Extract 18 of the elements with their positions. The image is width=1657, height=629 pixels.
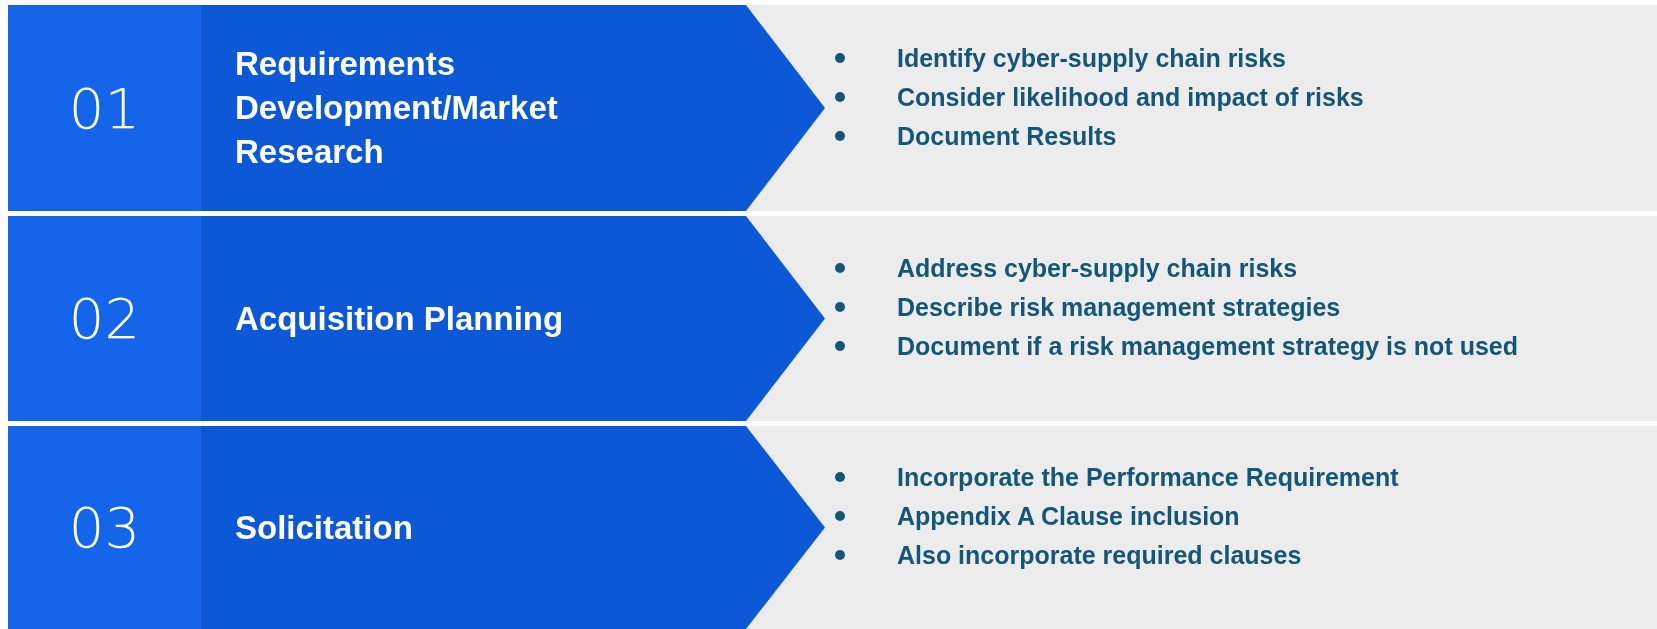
step-title: Requirements Development/Market Research: [235, 44, 559, 172]
number-box: [8, 426, 201, 629]
bullet-text: Identify cyber-supply chain risks: [897, 42, 1286, 74]
number-box: [8, 5, 201, 211]
number-box: [8, 216, 201, 421]
step-number: 01: [68, 75, 141, 141]
bullet-text: Appendix A Clause inclusion: [897, 501, 1240, 532]
bullet-text: Document if a risk management strategy is not used: [897, 331, 1518, 362]
bullet-text: Describe risk management strategies: [897, 292, 1341, 323]
step-number: 03: [68, 495, 141, 560]
step-title: Solicitation: [235, 507, 414, 548]
step-title: Acquisition Planning: [235, 298, 565, 339]
bullet-text: Document Results: [897, 120, 1117, 152]
bullet-text: Address cyber-supply chain risks: [897, 253, 1298, 284]
bullet-text: Consider likelihood and impact of risks: [897, 81, 1364, 113]
bullet-text: Also incorporate required clauses: [897, 540, 1302, 571]
step-number: 02: [68, 286, 141, 351]
bullet-text: Incorporate the Performance Requirement: [897, 462, 1399, 493]
